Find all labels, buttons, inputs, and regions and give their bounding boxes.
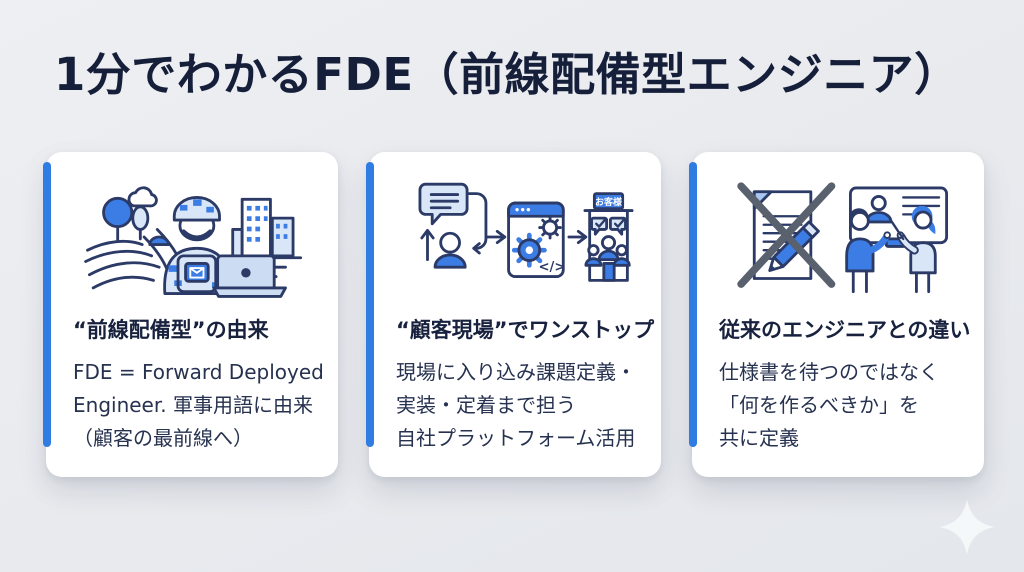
- body-line: FDE = Forward Deployed: [73, 360, 324, 384]
- check-bubble-icon: [608, 216, 627, 236]
- svg-text:お客様: お客様: [595, 196, 623, 208]
- engineer-person-icon: [844, 208, 891, 294]
- accent-bar: [366, 162, 374, 447]
- card-row: “前線配備型”の由来 FDE = Forward Deployed Engine…: [43, 152, 984, 477]
- body-line: 現場に入り込み課題定義・: [396, 360, 636, 384]
- crossed-spec-collaboration-illustration: [719, 168, 962, 306]
- card-heading: “前線配備型”の由来: [73, 318, 269, 342]
- accent-bar: [689, 162, 697, 447]
- body-line: 実装・定着まで担う: [396, 393, 576, 417]
- sparkle-icon: [939, 499, 995, 555]
- chat-build-deliver-flow-illustration: </> お客様: [396, 168, 639, 306]
- pointer-stick-icon: [890, 220, 904, 241]
- small-tree-icon: [130, 205, 149, 231]
- code-icon: </>: [538, 260, 565, 275]
- soldier-icon: [162, 195, 231, 295]
- building-icon: [270, 216, 294, 258]
- software-window-icon: </>: [506, 201, 565, 279]
- customer-sign: [592, 192, 624, 211]
- card-body: 現場に入り込み課題定義・ 実装・定着まで担う 自社プラットフォーム活用: [396, 356, 639, 455]
- body-line: 「何を作るべきか」を: [719, 393, 919, 417]
- card-body: FDE = Forward Deployed Engineer. 軍事用語に由来…: [73, 356, 324, 455]
- military-origin-icon: [83, 186, 302, 298]
- presenter-person-icon: [890, 205, 937, 294]
- building-icon: [230, 228, 244, 258]
- tree-icon: [101, 196, 133, 229]
- slide-title: 1分でわかるFDE（前線配備型エンジニア）: [54, 48, 960, 101]
- body-line: Engineer. 軍事用語に由来: [73, 393, 313, 417]
- body-line: 仕様書を待つのではなく: [719, 360, 939, 384]
- speech-bubble-icon: [418, 182, 468, 226]
- loop-arrow-icon: [467, 192, 487, 250]
- card-heading: 従来のエンジニアとの違い: [719, 318, 971, 342]
- onestop-flow-icon: </> お客様: [418, 182, 633, 282]
- card-origin: “前線配備型”の由来 FDE = Forward Deployed Engine…: [43, 152, 338, 477]
- cross-out-icon: [736, 182, 835, 288]
- body-line: （顧客の最前線へ）: [73, 426, 253, 450]
- person-icon: [433, 231, 467, 269]
- accent-bar: [43, 162, 51, 447]
- door-icon: [601, 261, 616, 282]
- difference-icon: [736, 182, 948, 294]
- soldier-laptop-field-city-illustration: [73, 168, 316, 306]
- card-body: 仕様書を待つのではなく 「何を作るべきか」を 共に定義: [719, 356, 962, 455]
- card-onestop: </> お客様: [366, 152, 661, 477]
- body-line: 自社プラットフォーム活用: [396, 426, 636, 450]
- card-difference: 従来のエンジニアとの違い 仕様書を待つのではなく 「何を作るべきか」を 共に定義: [689, 152, 984, 477]
- laptop-icon: [211, 254, 287, 298]
- check-bubble-icon: [589, 216, 608, 236]
- body-line: 共に定義: [719, 426, 799, 450]
- cloud-icon: [127, 186, 158, 208]
- customer-building-icon: お客様: [583, 192, 633, 282]
- card-heading: “顧客現場”でワンストップ: [396, 318, 655, 342]
